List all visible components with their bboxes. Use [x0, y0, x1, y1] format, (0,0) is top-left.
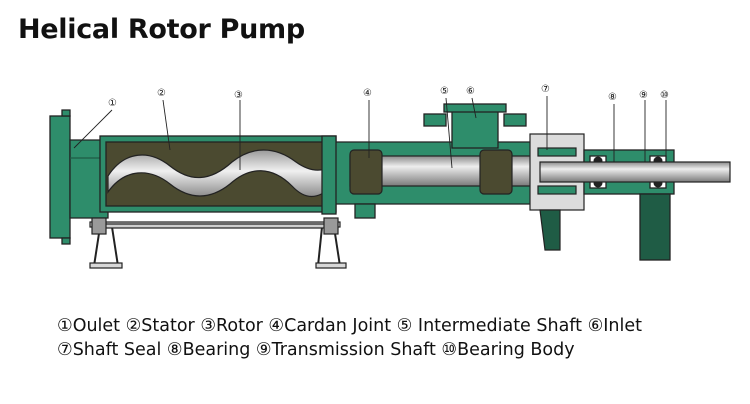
callout-6: ⑥	[466, 86, 475, 97]
callout-3: ③	[234, 90, 243, 101]
callout-1: ①	[108, 98, 117, 109]
transmission-shaft	[539, 161, 731, 183]
support-frame	[89, 221, 347, 269]
callout-8: ⑧	[608, 92, 617, 103]
legend-line-2: ⑦Shaft Seal ⑧Bearing ⑨Transmission Shaft…	[57, 340, 575, 360]
cardan-joint	[349, 149, 513, 195]
tie-rod	[91, 217, 339, 235]
callout-4: ④	[363, 88, 372, 99]
outlet-housing	[49, 109, 109, 245]
legend-line-1: ①Oulet ②Stator ③Rotor ④Cardan Joint ⑤ In…	[57, 316, 643, 336]
leader-lines	[73, 96, 667, 170]
callout-2: ②	[157, 88, 166, 99]
callout-9: ⑨	[639, 90, 648, 101]
callout-7: ⑦	[541, 84, 550, 95]
page-title: Helical Rotor Pump	[18, 14, 305, 45]
inlet-port	[423, 103, 527, 149]
callout-5: ⑤	[440, 86, 449, 97]
pump-cross-section-diagram: ① ② ③ ④ ⑤ ⑥ ⑦ ⑧ ⑨ ⑩	[49, 84, 731, 269]
shaft-seal	[529, 133, 585, 251]
callout-10: ⑩	[660, 90, 669, 101]
